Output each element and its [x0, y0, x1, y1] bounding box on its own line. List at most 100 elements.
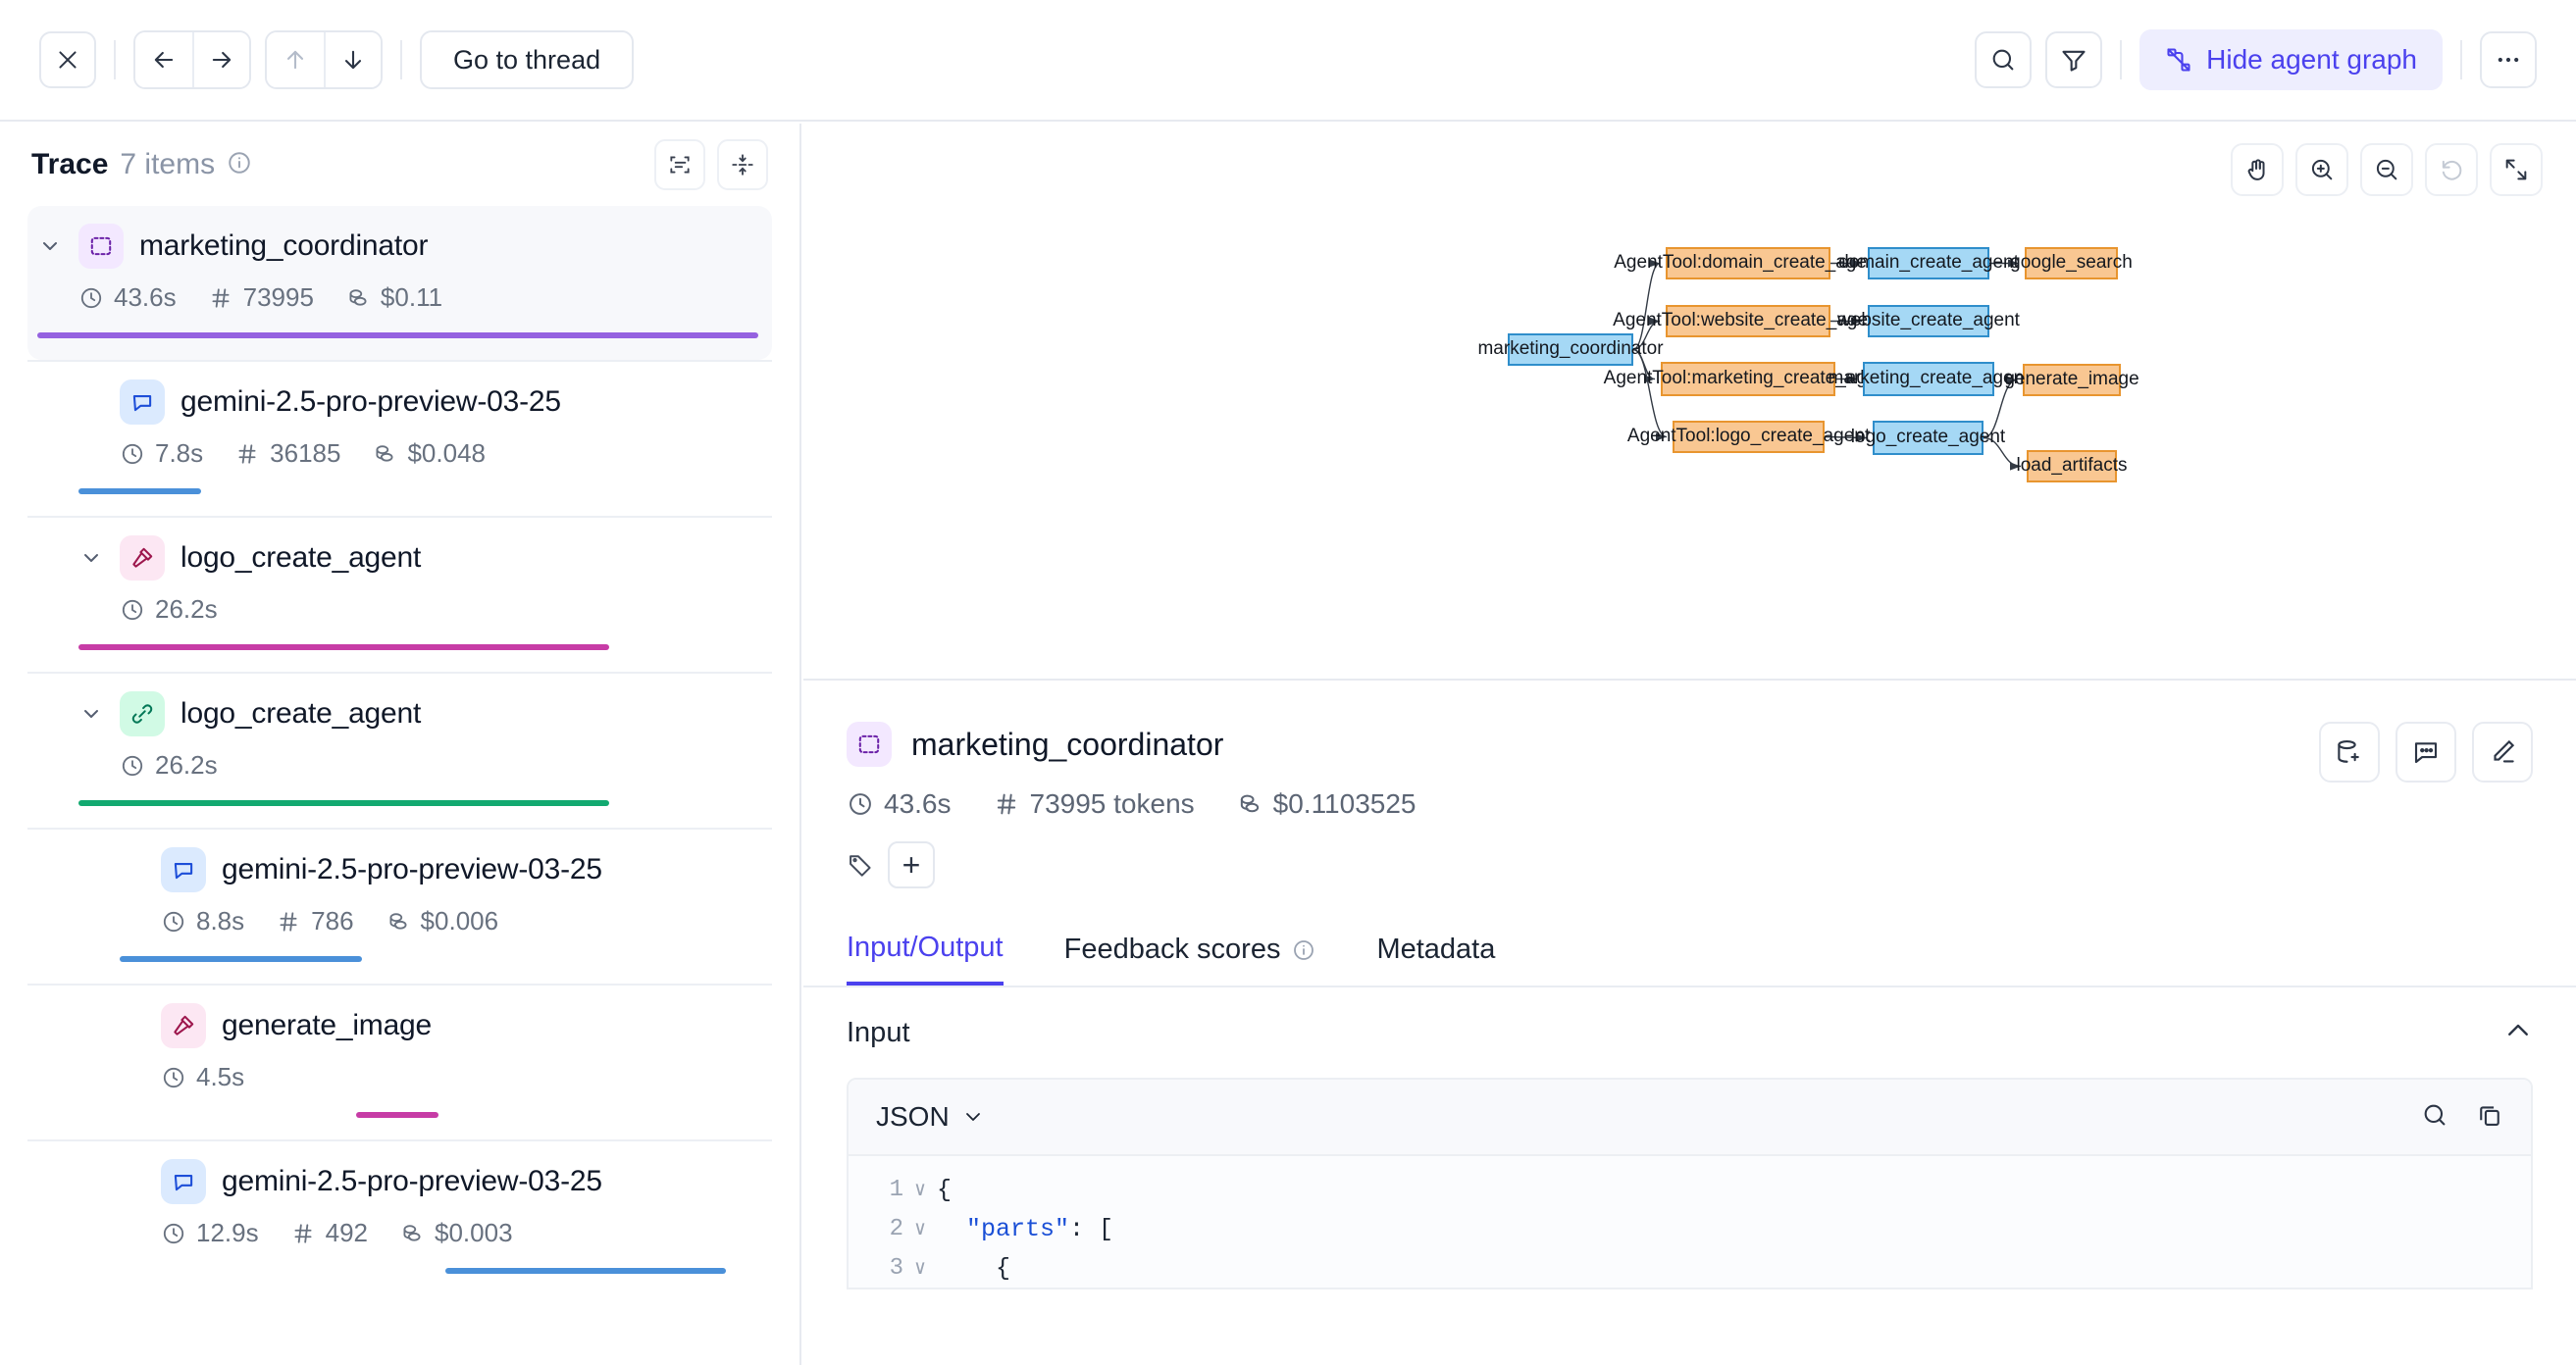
tab-metadata[interactable]: Metadata: [1376, 932, 1495, 986]
edit-button[interactable]: [2472, 722, 2533, 783]
duration-bar-track: [78, 800, 758, 806]
search-button[interactable]: [1975, 31, 2033, 88]
comment-button[interactable]: [2396, 722, 2456, 783]
expand-rows-button[interactable]: [654, 139, 705, 190]
filter-button[interactable]: [2045, 31, 2103, 88]
duration-bar: [445, 1268, 727, 1274]
cost-metric: $0.11: [345, 282, 442, 313]
fold-toggle[interactable]: ∨: [913, 1180, 927, 1202]
close-icon: [59, 51, 77, 69]
tags-row: +: [847, 841, 1417, 888]
search-icon: [1992, 49, 2014, 71]
hide-agent-graph-button[interactable]: Hide agent graph: [2139, 29, 2443, 90]
graph-node[interactable]: load_artifacts: [2017, 450, 2128, 482]
fullscreen-button[interactable]: [2490, 143, 2543, 196]
graph-node[interactable]: website_create_agent: [1837, 305, 2020, 337]
trace-item-row[interactable]: logo_create_agent 26.2s: [27, 672, 772, 828]
graph-node[interactable]: logo_create_agent: [1851, 421, 2005, 455]
graph-node[interactable]: AgentTool:logo_create_agent: [1627, 421, 1870, 453]
graph-node[interactable]: AgentTool:website_create_agent: [1613, 305, 1883, 337]
divider: [2120, 40, 2123, 79]
trace-item-row[interactable]: logo_create_agent 26.2s: [27, 516, 772, 672]
zoom-out-button[interactable]: [2360, 143, 2413, 196]
add-tag-button[interactable]: +: [888, 841, 935, 888]
chevron-down-icon: [43, 242, 57, 250]
next-row-button[interactable]: [324, 32, 381, 87]
more-options-button[interactable]: [2480, 31, 2537, 88]
graph-node-label: AgentTool:website_create_agent: [1613, 310, 1883, 331]
graph-node[interactable]: AgentTool:domain_create_agent: [1614, 247, 1882, 279]
search-icon: [2424, 1104, 2446, 1125]
duration-bar-track: [120, 956, 758, 962]
coins-icon: [403, 1224, 421, 1241]
toolbar-left-group: Go to thread: [0, 30, 635, 89]
close-button[interactable]: [39, 31, 96, 88]
arrow-left-icon: [154, 51, 174, 69]
expand-toggle[interactable]: [78, 546, 104, 570]
forward-button[interactable]: [192, 32, 249, 87]
graph-node[interactable]: domain_create_agent: [1838, 247, 2019, 279]
graph-node-label: marketing_create_agent: [1828, 368, 2030, 389]
code-lines[interactable]: 1 ∨ {2 ∨ "parts": [3 ∨ {: [849, 1156, 2531, 1288]
cost-value: $0.048: [407, 438, 486, 468]
collapse-rows-button[interactable]: [717, 139, 768, 190]
code-search-button[interactable]: [2421, 1101, 2448, 1134]
input-section-header[interactable]: Input: [803, 987, 2576, 1078]
code-copy-button[interactable]: [2476, 1101, 2503, 1134]
pan-hand-button[interactable]: [2231, 143, 2284, 196]
span-detail-panel: marketing_coordinator 43.6s 73995 tokens…: [803, 682, 2576, 1365]
add-to-dataset-button[interactable]: [2319, 722, 2380, 783]
graph-node[interactable]: google_search: [2010, 247, 2133, 279]
graph-node-label: marketing_coordinator: [1477, 338, 1664, 360]
graph-node[interactable]: AgentTool:marketing_create_agent: [1604, 362, 1892, 396]
cost-value: $0.11: [380, 282, 443, 312]
duration-bar-track: [78, 488, 758, 494]
trace-item-name: logo_create_agent: [180, 541, 422, 574]
hash-icon: [212, 287, 230, 308]
duration-metric: 43.6s: [78, 282, 177, 313]
agent-graph-panel[interactable]: marketing_coordinator AgentTool:domain_cr…: [803, 124, 2576, 681]
graph-node[interactable]: generate_image: [2004, 364, 2139, 396]
collapse-input-button[interactable]: [2503, 1016, 2533, 1050]
input-section-label: Input: [847, 1016, 910, 1048]
format-select[interactable]: JSON: [876, 1101, 985, 1133]
duration-bar: [78, 800, 609, 806]
agent-graph-off-icon: [2167, 48, 2190, 72]
fold-toggle[interactable]: ∨: [913, 1219, 927, 1241]
tab-input-output[interactable]: Input/Output: [847, 932, 1004, 986]
code-line: 3 ∨ {: [849, 1248, 2531, 1288]
coins-icon: [349, 288, 367, 306]
info-icon[interactable]: [1292, 938, 1315, 962]
code-viewer-toolbar: JSON: [849, 1080, 2531, 1156]
cost-value: $0.006: [420, 906, 499, 935]
reset-rotate-button[interactable]: [2425, 143, 2478, 196]
graph-node-label: domain_create_agent: [1838, 252, 2019, 274]
fold-toggle[interactable]: ∨: [913, 1258, 927, 1281]
trace-panel: Trace 7 items marketing_coordinator 43.6…: [0, 124, 801, 1365]
expand-toggle[interactable]: [78, 702, 104, 726]
tab-feedback-scores[interactable]: Feedback scores: [1064, 932, 1316, 986]
expand-toggle[interactable]: [37, 234, 63, 258]
tool-icon: [120, 535, 165, 581]
token-metric: 786: [276, 906, 354, 936]
coins-icon: [376, 444, 393, 462]
back-button[interactable]: [135, 32, 192, 87]
go-to-thread-button[interactable]: Go to thread: [420, 30, 635, 89]
trace-item-name: gemini-2.5-pro-preview-03-25: [222, 1165, 602, 1197]
duration-bar-track: [37, 332, 758, 338]
coins-icon: [389, 912, 407, 930]
trace-item-row[interactable]: generate_image 4.5s: [27, 984, 772, 1139]
info-icon[interactable]: [227, 150, 252, 180]
token-value: 73995: [242, 282, 314, 312]
graph-node[interactable]: marketing_create_agent: [1829, 362, 2029, 396]
detail-tabs: Input/Output Feedback scores Metadata: [803, 932, 2576, 987]
graph-node[interactable]: marketing_coordinator: [1477, 333, 1664, 366]
previous-row-button[interactable]: [267, 32, 324, 87]
zoom-in-button[interactable]: [2295, 143, 2348, 196]
graph-edge: [1632, 348, 1668, 441]
tag-icon: [850, 855, 871, 877]
